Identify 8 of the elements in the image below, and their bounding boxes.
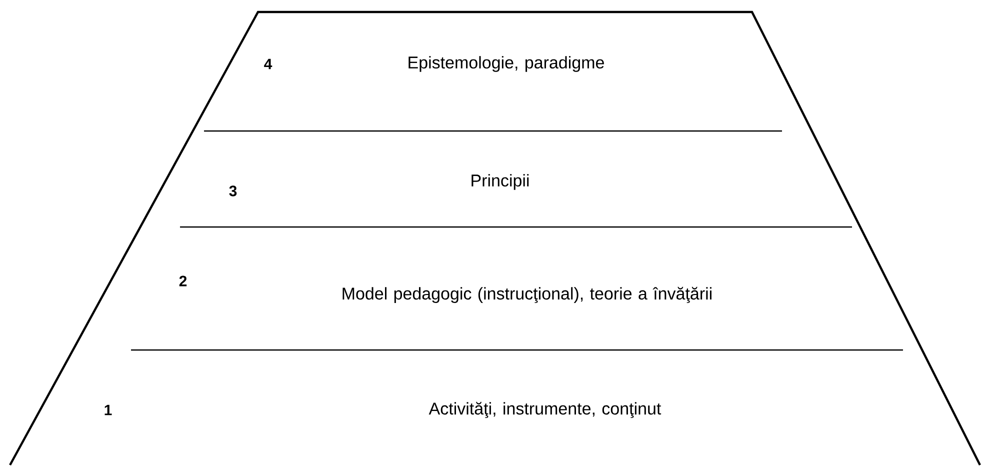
level-label: Model pedagogic (instrucţional), teorie a învăţării <box>342 286 712 304</box>
level-label: Activităţi, instrumente, conţinut <box>428 402 662 418</box>
level-label: Epistemologie, paradigme <box>408 56 604 72</box>
level-label: Principii <box>472 174 529 190</box>
level-number: 3 <box>229 186 237 196</box>
level-number: 2 <box>179 276 187 286</box>
level-number: 4 <box>264 58 272 70</box>
level-number: 1 <box>104 404 112 416</box>
